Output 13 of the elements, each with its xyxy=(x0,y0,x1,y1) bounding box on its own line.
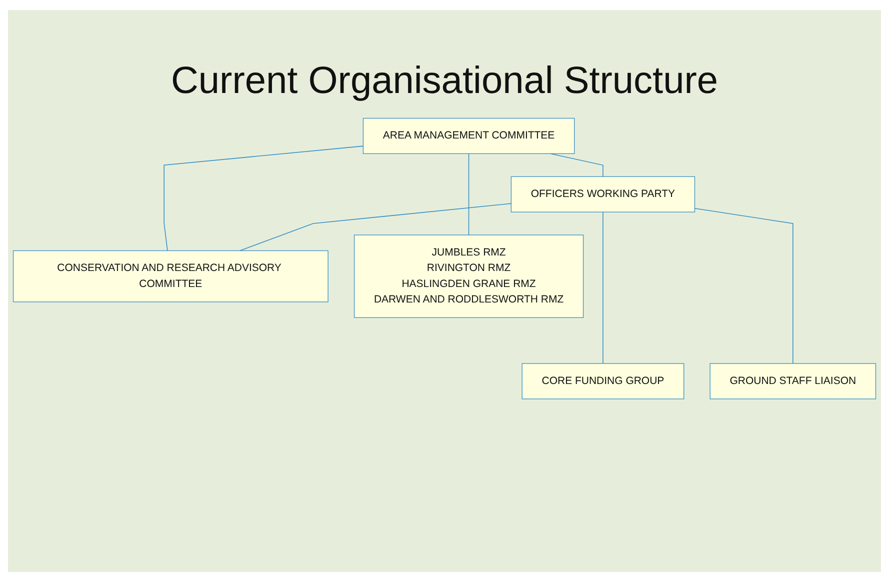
connector xyxy=(550,153,604,177)
connector xyxy=(602,212,604,364)
connector xyxy=(164,146,364,252)
connector xyxy=(468,153,470,236)
node-box: CORE FUNDING GROUP xyxy=(522,363,684,400)
node-box: JUMBLES RMZ RIVINGTON RMZ HASLINGDEN GRANE RMZ DARWEN AND RODDLESWORTH RMZ xyxy=(354,234,584,318)
connector xyxy=(694,208,794,364)
node-box: GROUND STAFF LIAISON xyxy=(710,363,876,400)
node-box: OFFICERS WORKING PARTY xyxy=(510,176,696,212)
connector xyxy=(239,203,512,252)
diagram-title: Current Organisational Structure xyxy=(170,60,718,103)
node-box: AREA MANAGEMENT COMMITTEE xyxy=(362,118,575,154)
node-box: CONSERVATION AND RESEARCH ADVISORY COMMITTEE xyxy=(12,250,328,302)
